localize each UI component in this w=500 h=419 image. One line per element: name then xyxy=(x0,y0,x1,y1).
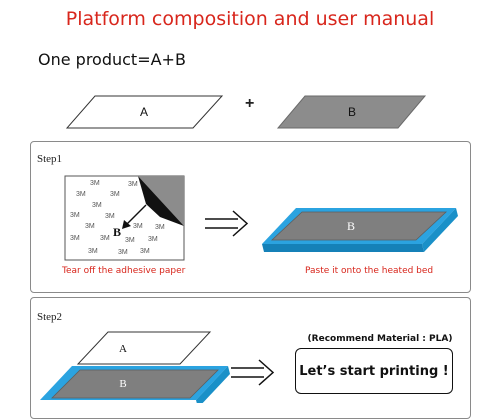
svg-text:3M: 3M xyxy=(155,224,165,231)
plate-a-label: A xyxy=(140,105,148,119)
step2-arrow-icon xyxy=(231,359,275,386)
step1-label: Step1 xyxy=(37,153,63,165)
svg-text:3M: 3M xyxy=(105,213,115,220)
step1-arrow-icon xyxy=(205,210,249,237)
caption-paste: Paste it onto the heated bed xyxy=(305,266,434,276)
svg-text:3M: 3M xyxy=(92,202,102,209)
start-printing-banner: Let’s start printing ! xyxy=(295,348,453,394)
svg-text:3M: 3M xyxy=(110,191,120,198)
step2-label: Step2 xyxy=(37,311,63,323)
step2-plate-a-label: A xyxy=(119,343,127,355)
step1-panel xyxy=(30,141,471,293)
svg-text:3M: 3M xyxy=(148,236,158,243)
sheet-3m-marks: 3M 3M 3M 3M 3M 3M 3M 3M 3M 3M 3M 3M 3M 3… xyxy=(70,180,165,256)
product-formula: One product=A+B xyxy=(38,50,186,69)
heated-bed xyxy=(262,208,458,252)
step2-illustration: A B xyxy=(40,331,275,403)
plate-b xyxy=(276,95,427,129)
step2-plate-a xyxy=(76,331,212,365)
product-plates: A B xyxy=(65,95,427,129)
step1-illustration: 3M 3M 3M 3M 3M 3M 3M 3M 3M 3M 3M 3M 3M 3… xyxy=(64,175,458,261)
peel-flap xyxy=(138,176,184,226)
svg-text:3M: 3M xyxy=(90,180,100,187)
plate-a xyxy=(65,95,224,129)
bed-label: B xyxy=(347,219,355,233)
svg-text:3M: 3M xyxy=(128,181,138,188)
svg-text:3M: 3M xyxy=(76,191,86,198)
sheet-letter: B xyxy=(113,225,121,239)
svg-text:3M: 3M xyxy=(70,235,80,242)
step2-bed xyxy=(40,366,230,403)
plate-b-label: B xyxy=(348,105,356,119)
recommend-material: (Recommend Material : PLA) xyxy=(307,334,453,344)
peel-arrow xyxy=(125,204,147,226)
caption-tear-off: Tear off the adhesive paper xyxy=(62,266,186,276)
page-title: Platform composition and user manual xyxy=(65,8,435,30)
svg-text:3M: 3M xyxy=(118,249,128,256)
plus-sign: + xyxy=(245,95,255,112)
svg-text:3M: 3M xyxy=(100,235,110,242)
svg-text:3M: 3M xyxy=(85,223,95,230)
peel-arrowhead xyxy=(122,220,131,229)
svg-text:3M: 3M xyxy=(133,223,143,230)
svg-text:3M: 3M xyxy=(125,237,135,244)
svg-text:3M: 3M xyxy=(140,248,150,255)
svg-text:3M: 3M xyxy=(88,248,98,255)
step2-plate-b-label: B xyxy=(119,378,126,390)
svg-text:3M: 3M xyxy=(70,212,80,219)
